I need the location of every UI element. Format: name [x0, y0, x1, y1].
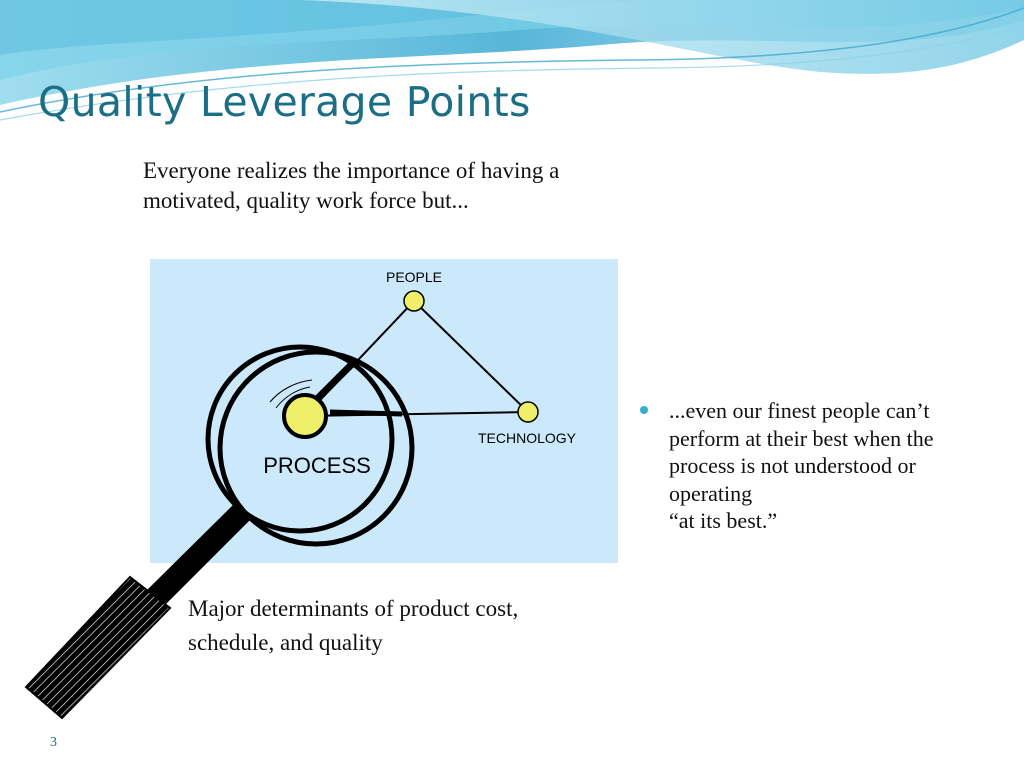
intro-text: Everyone realizes the importance of havi… [143, 156, 683, 216]
caption-line-2: schedule, and quality [188, 630, 383, 655]
magnifier-lens-inner [217, 349, 415, 547]
bullet-line-1: ...even our finest people can’t [669, 398, 930, 423]
bullet-dot-icon [640, 406, 648, 414]
label-people: PEOPLE [386, 269, 442, 285]
magnifier-lens-outer [205, 344, 395, 534]
bullet-line-3: process is not understood or [669, 453, 916, 478]
magnifier-neck [142, 505, 252, 610]
node-technology [517, 401, 539, 423]
bullet-line-2: perform at their best when the [669, 425, 934, 451]
label-technology: TECHNOLOGY [478, 430, 577, 446]
slide-title: Quality Leverage Points [38, 78, 531, 126]
diagram-caption: Major determinants of product cost, sche… [188, 592, 628, 660]
magnified-edge-technology [329, 409, 403, 417]
lens-glint [269, 379, 313, 403]
label-process: PROCESS [263, 453, 371, 478]
magnified-edge-people [311, 361, 355, 405]
intro-line-1: Everyone realizes the importance of havi… [143, 158, 560, 183]
node-process [282, 393, 328, 439]
bullet-text: ...even our finest people can’t perform … [669, 397, 1019, 535]
edge-people-technology [413, 300, 529, 413]
edge-process-technology [304, 411, 529, 417]
intro-line-2: motivated, quality work force but... [143, 188, 469, 213]
process-magnifier-diagram: PEOPLE TECHNOLOGY PROCESS [24, 259, 618, 720]
bullet-line-5: “at its best.” [669, 508, 778, 533]
node-people [403, 290, 425, 312]
magnifier-handle [24, 575, 172, 720]
caption-line-1: Major determinants of product cost, [188, 596, 519, 621]
bullet-line-4: operating [669, 480, 753, 506]
header-wave-decoration [0, 0, 1024, 121]
slide-number: 3 [50, 735, 57, 750]
lens-glint-2 [275, 386, 311, 409]
